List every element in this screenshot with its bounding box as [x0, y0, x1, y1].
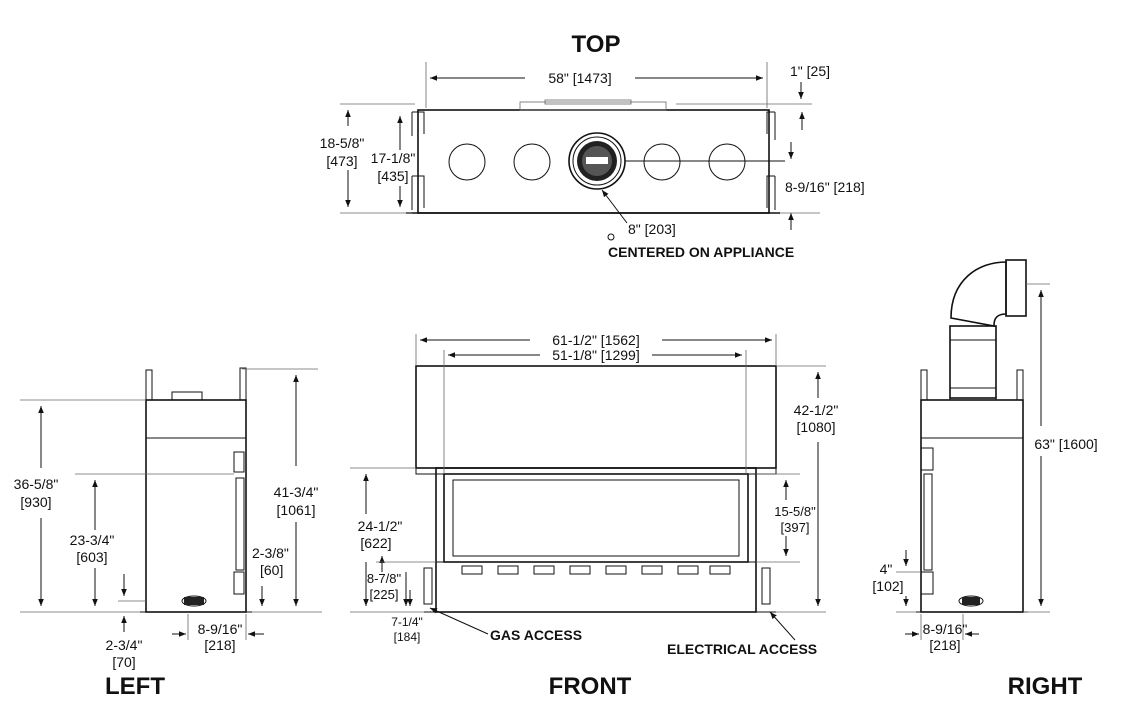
front-outer-width-label: 61-1/2" [1562] — [552, 332, 639, 348]
top-vent-offset-label: 8-9/16" [218] — [785, 179, 865, 195]
front-view: 61-1/2" [1562] 51-1/8" [1299] 42-1/2" [1… — [350, 332, 838, 700]
front-inner-width-label: 51-1/8" [1299] — [552, 347, 639, 363]
top-depth-inner-label: 17-1/8" — [371, 150, 416, 166]
left-mid-mm: [603] — [76, 549, 107, 565]
top-centered-note: CENTERED ON APPLIANCE — [608, 244, 794, 260]
right-view-title: RIGHT — [1008, 673, 1083, 700]
left-depth-label: 8-9/16" — [198, 621, 243, 637]
front-floor-label: 7-1/4" — [391, 615, 423, 629]
front-gas-access-label: GAS ACCESS — [490, 627, 582, 643]
right-total-label: 63" [1600] — [1034, 436, 1097, 452]
left-height-label: 36-5/8" — [14, 476, 59, 492]
front-height-label: 42-1/2" — [794, 402, 839, 418]
left-height-mm: [930] — [20, 494, 51, 510]
right-depth-mm: [218] — [929, 637, 960, 653]
front-height-mm: [1080] — [797, 419, 836, 435]
front-floor-mm: [184] — [394, 630, 421, 644]
right-depth-label: 8-9/16" — [923, 621, 968, 637]
left-small-label: 2-3/8" — [252, 545, 289, 561]
front-lower-label: 8-7/8" — [367, 571, 402, 586]
top-depth-outer-label: 18-5/8" — [320, 135, 365, 151]
front-electrical-access-label: ELECTRICAL ACCESS — [667, 641, 817, 657]
front-view-title: FRONT — [549, 673, 632, 700]
top-depth-inner-mm: [435] — [377, 168, 408, 184]
top-width-label: 58" [1473] — [548, 70, 611, 86]
left-view: 36-5/8" [930] 23-3/4" [603] 41-3/4" [106… — [14, 367, 322, 700]
right-view: 63" [1600] 4" [102] 8-9/16" [218] RIGHT — [872, 259, 1098, 700]
front-view-label: 15-5/8" — [774, 504, 816, 519]
front-glass-label: 24-1/2" — [358, 518, 403, 534]
left-view-title: LEFT — [105, 673, 165, 700]
left-total-label: 41-3/4" — [274, 484, 319, 500]
left-small-mm: [60] — [260, 562, 283, 578]
right-small-mm: [102] — [872, 578, 903, 594]
top-view-title: TOP — [572, 31, 621, 58]
top-depth-outer-mm: [473] — [326, 153, 357, 169]
front-glass-mm: [622] — [360, 535, 391, 551]
left-depth-mm: [218] — [204, 637, 235, 653]
left-base-mm: [70] — [112, 654, 135, 670]
left-mid-label: 23-3/4" — [70, 532, 115, 548]
right-small-label: 4" — [880, 561, 893, 577]
top-vent-size-label: 8" [203] — [628, 221, 676, 237]
front-view-mm: [397] — [781, 520, 810, 535]
left-total-mm: [1061] — [277, 502, 316, 518]
front-lower-mm: [225] — [370, 587, 399, 602]
left-base-label: 2-3/4" — [106, 637, 143, 653]
top-view: TOP 58" [1473] 1" [25] — [320, 31, 865, 260]
top-offset-label: 1" [25] — [790, 63, 830, 79]
